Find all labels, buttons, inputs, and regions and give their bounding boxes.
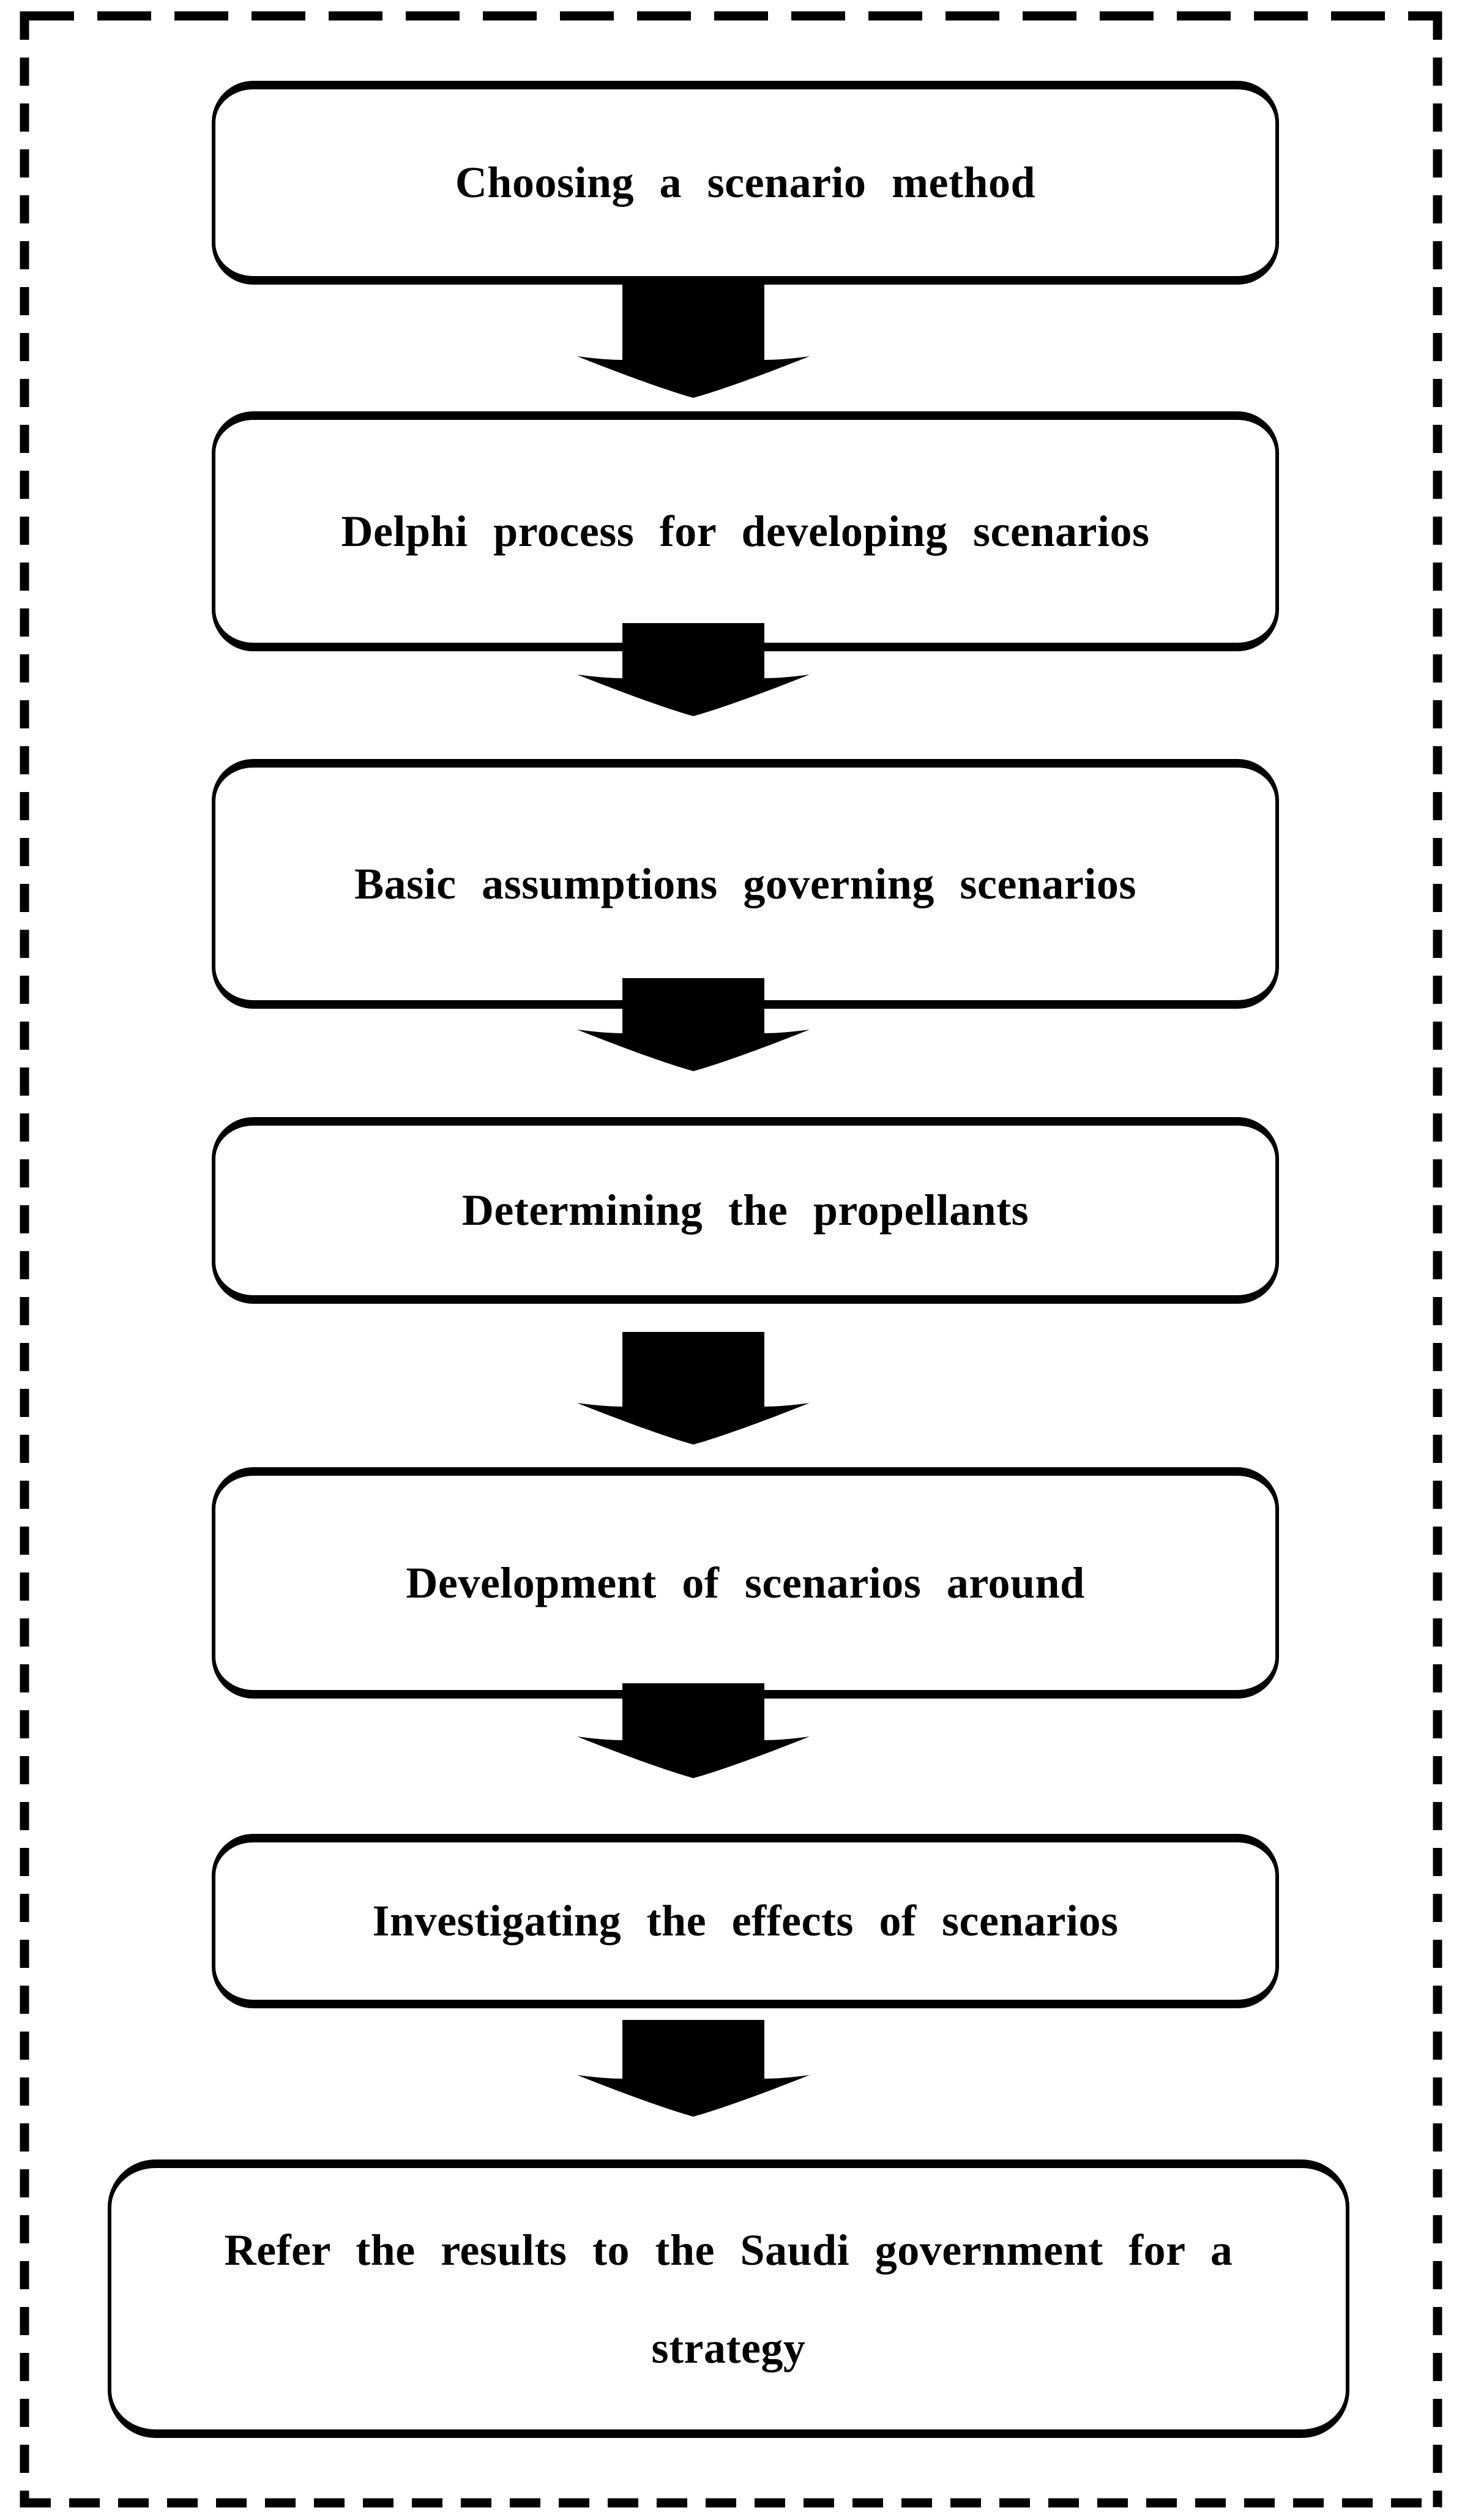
down-arrow-icon-6 — [577, 2020, 810, 2117]
down-arrow-shape — [577, 2020, 810, 2117]
flow-step-label-line1: Refer the results to the Saudi governmen… — [224, 2225, 1233, 2275]
down-arrow-shape — [577, 1332, 810, 1445]
down-arrow-shape — [577, 623, 810, 716]
flow-step-label: Development of scenarios around — [406, 1558, 1085, 1607]
down-arrow-icon-1 — [577, 277, 810, 398]
down-arrow-icon-2 — [577, 623, 810, 716]
flow-step-label: Investigating the effects of scenarios — [372, 1896, 1119, 1946]
flow-step-basic-assumptions: Basic assumptions governing scenarios — [212, 759, 1279, 1009]
down-arrow-icon-4 — [577, 1332, 810, 1445]
flow-step-label: Delphi process for developing scenarios — [341, 506, 1150, 556]
flow-step-determining-propellants: Determining the propellants — [212, 1117, 1279, 1304]
down-arrow-icon-3 — [577, 978, 810, 1071]
down-arrow-shape — [577, 978, 810, 1071]
flow-step-label: Determining the propellants — [461, 1186, 1029, 1235]
flow-step-development-of-scenarios: Development of scenarios around — [212, 1467, 1279, 1699]
down-arrow-icon-5 — [577, 1683, 810, 1778]
flow-step-label: Basic assumptions governing scenarios — [354, 859, 1136, 908]
flow-step-label-line2: strategy — [651, 2323, 806, 2372]
flow-step-delphi-process: Delphi process for developing scenarios — [212, 411, 1279, 651]
flow-step-refer-results: Refer the results to the Saudi governmen… — [108, 2159, 1349, 2438]
down-arrow-shape — [577, 277, 810, 398]
down-arrow-shape — [577, 1683, 810, 1778]
flow-step-investigating-effects: Investigating the effects of scenarios — [212, 1834, 1279, 2008]
flow-step-choosing-scenario-method: Choosing a scenario method — [212, 81, 1279, 285]
flow-step-label: Choosing a scenario method — [455, 158, 1036, 208]
